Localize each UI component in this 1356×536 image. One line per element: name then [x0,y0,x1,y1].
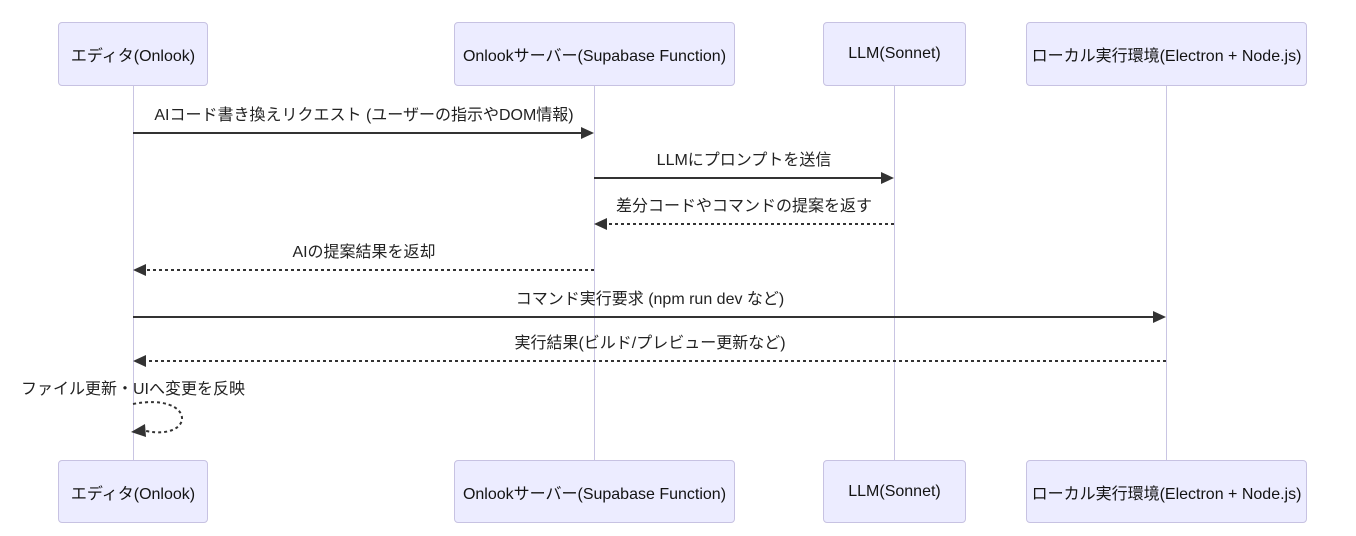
arrowhead-left-4 [133,264,146,276]
message-label-6: 実行結果(ビルド/プレビュー更新など) [514,335,786,352]
actor-bottom-local: ローカル実行環境(Electron + Node.js) [1026,460,1307,523]
actor-top-llm: LLM(Sonnet) [823,22,966,86]
message-label-5: コマンド実行要求 (npm run dev など) [515,291,785,308]
arrowhead-right-2 [881,172,894,184]
message-self-loop-7 [132,401,183,434]
message-label-4: AIの提案結果を返却 [292,244,436,261]
actor-label: Onlookサーバー(Supabase Function) [462,48,727,65]
actor-label: LLM(Sonnet) [848,482,941,500]
actor-bottom-llm: LLM(Sonnet) [823,460,966,523]
actor-top-local: ローカル実行環境(Electron + Node.js) [1026,22,1307,86]
actor-label: エディタ(Onlook) [70,485,196,503]
actor-top-server: Onlookサーバー(Supabase Function) [454,22,735,86]
actor-label: Onlookサーバー(Supabase Function) [462,485,727,503]
message-label-7: ファイル更新・UIへ変更を反映 [20,381,246,398]
arrowhead-left-7 [131,424,146,437]
actor-bottom-server: Onlookサーバー(Supabase Function) [454,460,735,523]
arrowhead-right-1 [581,127,594,139]
arrowhead-left-3 [594,218,607,230]
message-label-2: LLMにプロンプトを送信 [656,152,832,169]
actor-label: ローカル実行環境(Electron + Node.js) [1031,48,1302,65]
actor-bottom-editor: エディタ(Onlook) [58,460,208,523]
message-label-3: 差分コードやコマンドの提案を返す [615,198,873,215]
actor-label: ローカル実行環境(Electron + Node.js) [1031,485,1302,503]
arrowhead-right-5 [1153,311,1166,323]
arrowhead-left-6 [133,355,146,367]
actor-top-editor: エディタ(Onlook) [58,22,208,86]
message-label-1: AIコード書き換えリクエスト (ユーザーの指示やDOM情報) [154,107,574,124]
actor-label: LLM(Sonnet) [848,45,941,62]
actor-label: エディタ(Onlook) [70,48,196,65]
